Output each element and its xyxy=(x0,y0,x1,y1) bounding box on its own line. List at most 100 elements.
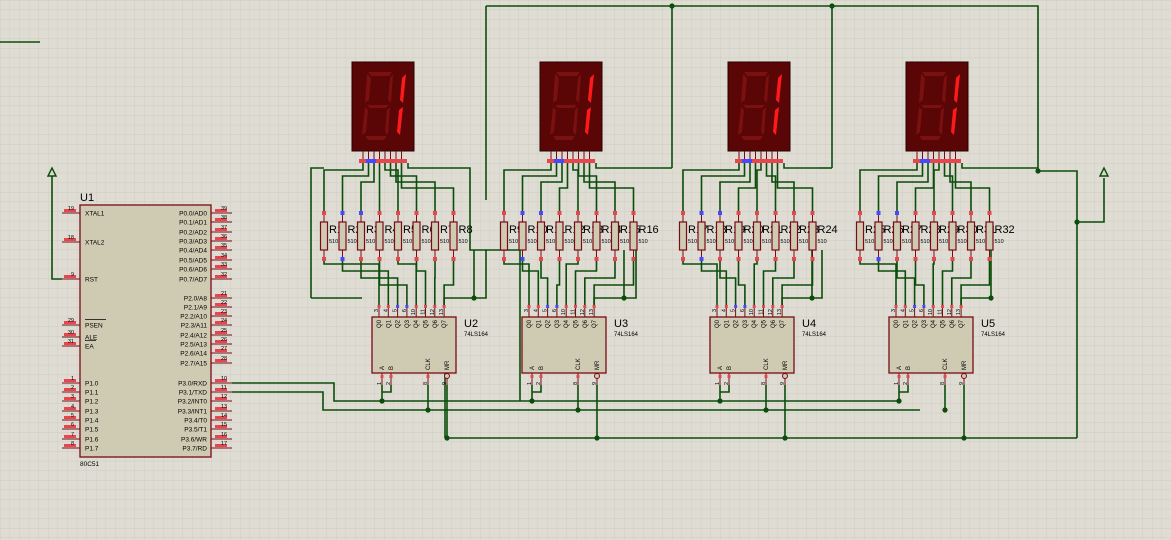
wire xyxy=(914,258,925,305)
mcu-pin-number: 8 xyxy=(71,441,74,447)
pin-marker xyxy=(215,388,227,391)
wire xyxy=(943,163,954,214)
wire xyxy=(378,258,408,305)
display-segment xyxy=(556,72,580,76)
shift-register-body xyxy=(371,316,457,374)
mcu-pin-number: 34 xyxy=(221,253,227,259)
pin-marker xyxy=(594,257,599,261)
seven-segment-display xyxy=(351,61,415,163)
display-segment xyxy=(922,72,946,76)
mcu-pin-number: 12 xyxy=(221,394,227,400)
resistor-value: 510 xyxy=(366,239,375,245)
sr-pin-number: 6 xyxy=(740,309,746,312)
sr-pin-number: 10 xyxy=(411,309,417,315)
sr-pin-name: CLK xyxy=(576,358,582,370)
display-segment xyxy=(773,107,779,135)
pin-marker xyxy=(906,375,910,378)
wires xyxy=(0,3,1105,441)
pin-marker xyxy=(215,265,227,268)
pin-marker xyxy=(215,294,227,297)
sr-pin-name: Q3 xyxy=(555,319,561,328)
mcu-pin-name: P0.5/AD5 xyxy=(179,258,207,265)
wire xyxy=(682,163,740,214)
pin-marker xyxy=(215,444,227,447)
mcu-pin-name: P1.6 xyxy=(85,437,99,444)
wire xyxy=(323,163,364,214)
seven-segment-display xyxy=(539,61,603,163)
junction-dot xyxy=(1074,219,1080,225)
pin-marker xyxy=(631,257,636,261)
wire xyxy=(624,250,637,299)
display-pin-marker xyxy=(547,159,595,163)
resistor-body xyxy=(855,221,865,251)
wire xyxy=(898,385,909,401)
pin-marker xyxy=(987,211,992,215)
pin-marker xyxy=(922,305,926,308)
pin-marker xyxy=(64,379,76,382)
pin-marker xyxy=(941,305,944,308)
sr-pin-number: 13 xyxy=(589,309,595,315)
resistor-body xyxy=(393,221,403,251)
pin-marker xyxy=(576,211,580,215)
display-segment xyxy=(776,74,782,103)
pin-marker xyxy=(64,425,76,428)
wire xyxy=(384,163,399,214)
shift-register-body xyxy=(521,316,607,374)
sr-pin-number: 12 xyxy=(947,309,953,315)
display-segment xyxy=(743,105,765,108)
sr-pin-number: 13 xyxy=(777,309,783,315)
sr-pin-number: 3 xyxy=(891,309,897,312)
display-segment xyxy=(921,105,943,108)
display-pin-marker xyxy=(359,159,407,163)
display-segment xyxy=(942,74,947,103)
mcu-pin-number: 22 xyxy=(221,300,227,306)
sr-pin-number: 9 xyxy=(959,382,965,385)
display-segment xyxy=(397,107,403,135)
resistor-value: 510 xyxy=(818,239,827,245)
pin-marker xyxy=(64,444,76,447)
sr-pin-number: 11 xyxy=(421,309,427,315)
shift-register-ref: U5 xyxy=(981,318,995,330)
wire xyxy=(877,163,924,214)
display-segment xyxy=(400,74,406,103)
wire xyxy=(737,258,746,305)
mcu-pin-name: P3.1/TXD xyxy=(179,390,207,397)
pin-marker xyxy=(433,211,437,215)
mcu-pin-name: P2.0/A8 xyxy=(184,296,208,303)
wire xyxy=(700,163,746,214)
pin-marker xyxy=(396,211,400,215)
wire xyxy=(933,163,940,214)
mcu-pin-name: P3.4/T0 xyxy=(184,418,207,425)
shift-register-part: 74LS164 xyxy=(802,332,827,338)
resistor-value: 510 xyxy=(995,239,1004,245)
resistor-value: 510 xyxy=(528,239,537,245)
mcu-pin-name: RST xyxy=(85,277,98,284)
mcu-pin-name: P2.4/A12 xyxy=(180,333,207,340)
wire xyxy=(400,163,455,214)
pin-marker xyxy=(215,349,227,352)
junction-dot xyxy=(829,3,835,9)
wire xyxy=(941,258,954,305)
pin-marker xyxy=(215,331,227,334)
pin-marker xyxy=(950,257,955,261)
mcu-pin-number: 35 xyxy=(221,243,227,249)
wire xyxy=(531,385,542,401)
display-segment xyxy=(385,107,390,135)
pin-marker xyxy=(520,257,525,261)
mcu-pin-name: P1.1 xyxy=(85,390,99,397)
wire xyxy=(593,250,625,305)
pin-marker xyxy=(773,257,778,261)
sr-pin-name: MR xyxy=(962,360,968,370)
mcu-pin-name: EA xyxy=(85,344,94,351)
sr-pin-name: A xyxy=(718,366,724,370)
wire xyxy=(341,258,390,305)
sr-pin-number: 8 xyxy=(573,382,579,385)
mcu-pin-number: 1 xyxy=(71,376,74,382)
wire xyxy=(572,163,579,214)
sr-pin-name: Q2 xyxy=(546,319,552,328)
sr-pin-number: 4 xyxy=(721,309,727,312)
resistor-body xyxy=(789,221,799,251)
sr-pin-number: 8 xyxy=(761,382,767,385)
pin-marker xyxy=(539,375,543,378)
pin-marker xyxy=(724,305,728,308)
